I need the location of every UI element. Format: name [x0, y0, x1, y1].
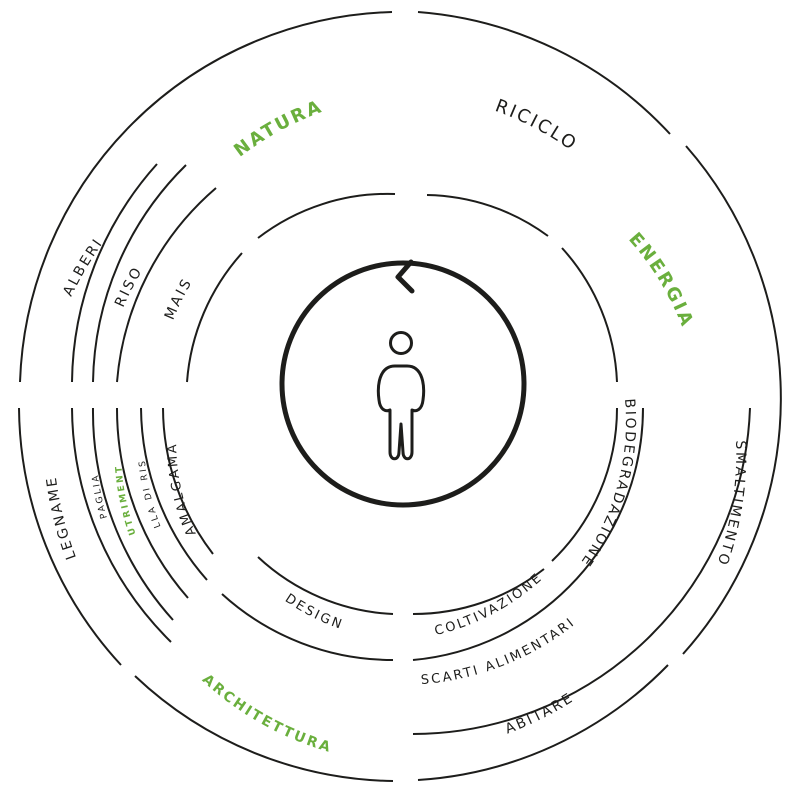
ring-outer-left	[19, 11, 393, 383]
ring-r2-lower-left	[71, 407, 172, 643]
label-architettura: ARCHITETTURA	[199, 671, 334, 756]
ring-r6-lower-left	[162, 407, 214, 555]
label-design: DESIGN	[282, 591, 345, 633]
label-smaltimento: SMALTIMENTO	[713, 440, 748, 568]
rings	[18, 11, 782, 782]
ring-outer-lower-left	[18, 407, 122, 666]
label-amalgama: AMALGAMA	[165, 442, 200, 538]
ring-r5-upper-left	[116, 187, 217, 383]
ring-r3-lower-left	[91, 407, 174, 621]
ring-r6-lower-right	[412, 407, 644, 661]
ring-outer-bottom-left	[134, 675, 394, 782]
person-icon	[376, 331, 426, 461]
ring-r6-top-right	[426, 194, 549, 237]
label-mais: MAIS	[162, 275, 196, 322]
ring-r6-top-left	[257, 192, 396, 239]
ring-r7-bottom-right	[412, 568, 545, 616]
ring-r7-bottom-left	[257, 556, 394, 615]
ring-r6-upper-right	[561, 247, 618, 383]
ring-r6-upper-left	[186, 252, 243, 383]
ring-outer-bottom-right	[417, 664, 669, 781]
label-energia: ENERGIA	[624, 229, 698, 331]
ring-outer-right	[682, 145, 782, 655]
ring-r4-lower-left	[115, 407, 189, 599]
ring-r3-upper-left	[92, 164, 187, 383]
ring-r7-lower-right	[551, 407, 619, 562]
ring-r2-lower-right	[412, 407, 751, 735]
label-nutrimento: NUTRIMENTO	[0, 0, 138, 536]
label-alberi: ALBERI	[60, 235, 106, 299]
ring-r5-lower-left	[140, 407, 208, 581]
label-biodegradazione: BIODEGRADAZIONE	[577, 398, 638, 570]
label-coltivazione: COLTIVAZIONE	[433, 570, 546, 639]
ring-r2-upper-left	[71, 163, 158, 383]
ring-r6-bottom-left	[221, 593, 394, 662]
label-natura: NATURA	[230, 96, 326, 161]
label-abitare: ABITARE	[503, 690, 577, 738]
ring-outer-right-top	[417, 11, 671, 135]
label-riciclo: RICICLO	[492, 95, 581, 155]
cycle-arrow-icon	[279, 259, 527, 508]
label-legname: LEGNAME	[44, 474, 80, 561]
label-paglia: PAGLIA	[91, 472, 110, 519]
